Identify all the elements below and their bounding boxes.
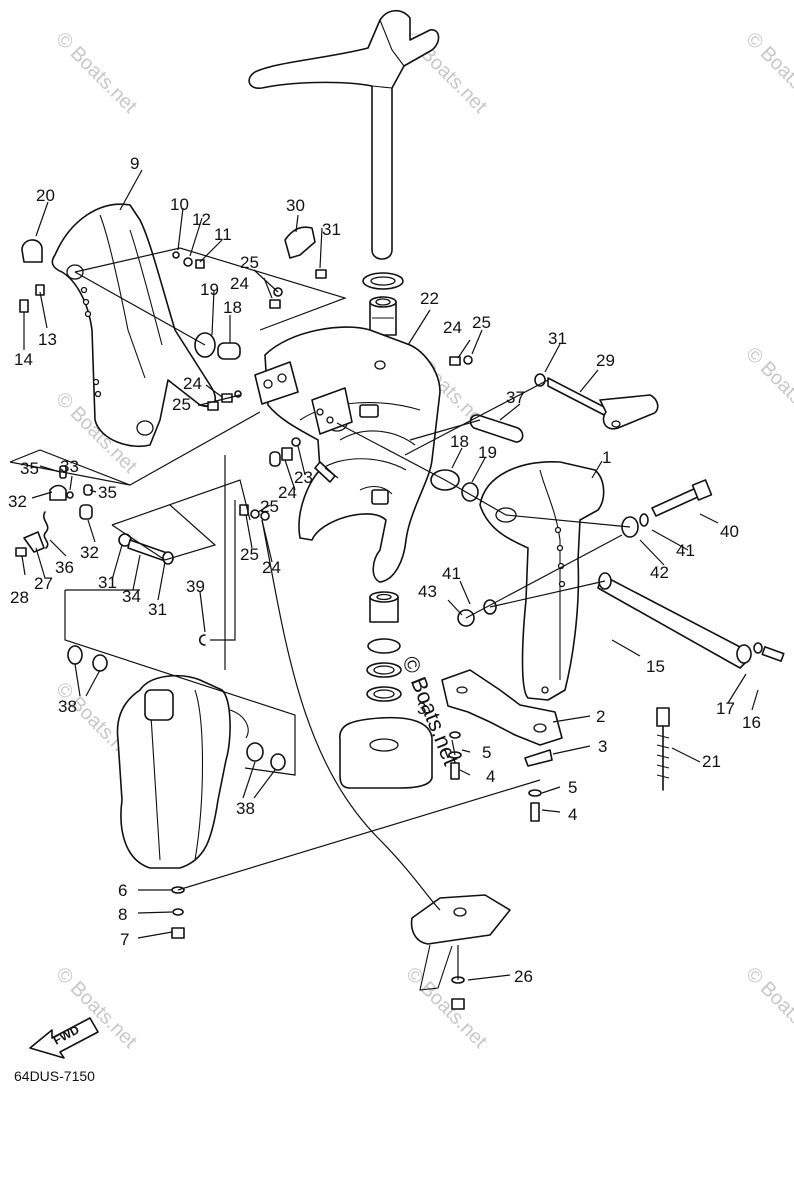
callout-32: 32 xyxy=(80,543,99,562)
callout-10: 10 xyxy=(170,195,189,214)
callout-31: 31 xyxy=(98,573,117,592)
callout-1: 1 xyxy=(602,448,611,467)
callout-24: 24 xyxy=(262,558,281,577)
callout-5: 5 xyxy=(568,778,577,797)
callout-5: 5 xyxy=(482,743,491,762)
callout-22: 22 xyxy=(420,289,439,308)
bolt-40 xyxy=(651,479,713,517)
callout-19: 19 xyxy=(200,280,219,299)
callout-3: 3 xyxy=(598,737,607,756)
callout-30: 30 xyxy=(286,196,305,215)
callout-16: 16 xyxy=(742,713,761,732)
lower-bushing-stack xyxy=(339,591,433,789)
lower-left-assembly xyxy=(67,645,286,869)
callout-24: 24 xyxy=(278,483,297,502)
callout-15: 15 xyxy=(646,657,665,676)
callout-40: 40 xyxy=(720,522,739,541)
callout-25: 25 xyxy=(472,313,491,332)
callout-35: 35 xyxy=(20,459,39,478)
clamp-plate xyxy=(441,669,563,746)
callout-31: 31 xyxy=(148,600,167,619)
callout-8: 8 xyxy=(118,905,127,924)
callout-12: 12 xyxy=(192,210,211,229)
diagram-code: 64DUS-7150 xyxy=(14,1068,95,1084)
trim-rod xyxy=(656,707,670,791)
callout-20: 20 xyxy=(36,186,55,205)
callout-14: 14 xyxy=(14,350,33,369)
callout-7: 7 xyxy=(120,930,129,949)
callout-43: 43 xyxy=(418,582,437,601)
callout-24: 24 xyxy=(230,274,249,293)
callout-4: 4 xyxy=(568,805,577,824)
small-fasteners xyxy=(15,226,785,662)
callout-23: 23 xyxy=(294,468,313,487)
callout-39: 39 xyxy=(186,577,205,596)
callout-32: 32 xyxy=(8,492,27,511)
tilt-lock-pin xyxy=(547,377,659,430)
callout-18: 18 xyxy=(223,298,242,317)
callout-37: 37 xyxy=(506,388,525,407)
watermark-bottom-right: © Boats.net xyxy=(741,963,794,1053)
callout-25: 25 xyxy=(172,395,191,414)
callout-26: 26 xyxy=(514,967,533,986)
callout-36: 36 xyxy=(55,558,74,577)
callout-13: 13 xyxy=(38,330,57,349)
callout-41: 41 xyxy=(676,541,695,560)
callout-3: 3 xyxy=(417,699,426,718)
bottom-mount-plate xyxy=(410,894,511,991)
callout-27: 27 xyxy=(34,574,53,593)
callout-24: 24 xyxy=(443,318,462,337)
callout-21: 21 xyxy=(702,752,721,771)
callout-28: 28 xyxy=(10,588,29,607)
callout-labels: 1 2 3 3 4 4 5 5 6 7 8 9 10 11 12 13 14 1… xyxy=(8,154,761,986)
swivel-bracket xyxy=(254,326,441,583)
callout-4: 4 xyxy=(486,767,495,786)
callout-34: 34 xyxy=(122,587,141,606)
callout-38: 38 xyxy=(58,697,77,716)
tilt-pin xyxy=(597,572,752,669)
callout-38: 38 xyxy=(236,799,255,818)
fwd-arrow: FWD xyxy=(29,1017,99,1059)
bolts-4-5 xyxy=(448,731,553,822)
callout-19: 19 xyxy=(478,443,497,462)
callout-31: 31 xyxy=(322,220,341,239)
callout-25: 25 xyxy=(240,545,259,564)
callout-18: 18 xyxy=(450,432,469,451)
watermark-top-right: © Boats.net xyxy=(741,28,794,118)
stern-bracket-right xyxy=(479,461,605,701)
callout-9: 9 xyxy=(130,154,139,173)
callout-2: 2 xyxy=(596,707,605,726)
callout-11: 11 xyxy=(214,225,232,244)
watermark-mid-right: © Boats.net xyxy=(741,343,794,433)
callout-29: 29 xyxy=(596,351,615,370)
callout-25: 25 xyxy=(240,253,259,272)
callout-6: 6 xyxy=(118,881,127,900)
callout-leaders xyxy=(21,169,759,981)
callout-35: 35 xyxy=(98,483,117,502)
callout-41: 41 xyxy=(442,564,461,583)
callout-25: 25 xyxy=(260,497,279,516)
callout-24: 24 xyxy=(183,374,202,393)
steering-arm xyxy=(248,9,440,260)
watermark-bottom-center: © Boats.net xyxy=(401,963,491,1053)
callout-31: 31 xyxy=(548,329,567,348)
leader-lines xyxy=(9,247,631,980)
callout-42: 42 xyxy=(650,563,669,582)
callout-17: 17 xyxy=(716,699,735,718)
callout-33: 33 xyxy=(60,457,79,476)
watermark-top-left: © Boats.net xyxy=(51,28,141,118)
rod-37 xyxy=(469,414,524,443)
